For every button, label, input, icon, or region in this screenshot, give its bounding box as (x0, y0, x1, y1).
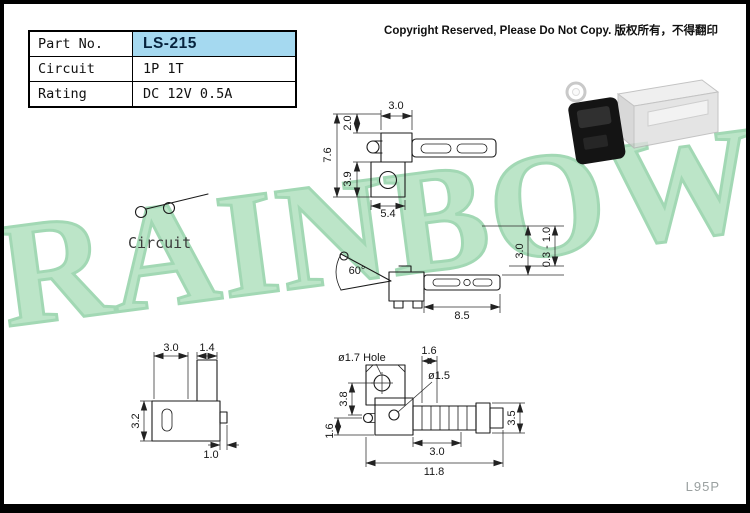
dim-mount-h-barrel: 3.5 (506, 410, 518, 425)
dim-front-w-actuator: 1.4 (199, 342, 214, 354)
photo-housing (616, 79, 720, 150)
spec-row-part-no: Part No. LS-215 (28, 30, 297, 57)
photo-switch-body (568, 97, 626, 165)
spec-row-rating: Rating DC 12V 0.5A (28, 81, 297, 108)
dim-mount-shaft-dia: ø1.5 (428, 370, 450, 382)
spec-label-circuit: Circuit (28, 56, 133, 82)
copyright-text: Copyright Reserved, Please Do Not Copy. … (384, 25, 718, 37)
spec-label-part-no: Part No. (28, 30, 133, 57)
spec-label-rating: Rating (28, 81, 133, 108)
dim-mount-gap-top: 1.6 (421, 345, 436, 357)
photo-lever-ring (565, 81, 587, 103)
spec-value-rating: DC 12V 0.5A (132, 81, 297, 108)
dim-lever-terminal-len: 8.5 (454, 310, 469, 322)
dim-mount-w-shaft: 3.0 (429, 446, 444, 458)
dim-mount-w-total: 11.8 (424, 466, 445, 478)
dim-side-w-top: 3.0 (388, 100, 403, 112)
spec-value-circuit: 1P 1T (132, 56, 297, 82)
spec-table: Part No. LS-215 Circuit 1P 1T Rating DC … (28, 30, 297, 108)
dim-front-w-tab: 1.0 (203, 449, 218, 461)
dim-mount-h-tab: 1.6 (324, 423, 336, 438)
dim-mount-h-center: 3.8 (338, 391, 350, 406)
spec-value-part-no: LS-215 (132, 30, 297, 57)
dim-side-h-tab: 2.0 (342, 115, 354, 130)
dim-front-w-body: 3.0 (163, 342, 178, 354)
dim-mount-hole-label: ø1.7 Hole (338, 352, 386, 364)
drawing-mount-view: ø1.7 Hole ø1.5 1.6 3.8 1.6 (324, 345, 525, 478)
spec-row-circuit: Circuit 1P 1T (28, 56, 297, 82)
dim-front-h-body: 3.2 (130, 413, 142, 428)
footer-code: L95P (685, 479, 720, 494)
drawing-front-view: 3.0 1.4 3.2 1.0 (130, 342, 239, 461)
product-photo (565, 79, 720, 165)
